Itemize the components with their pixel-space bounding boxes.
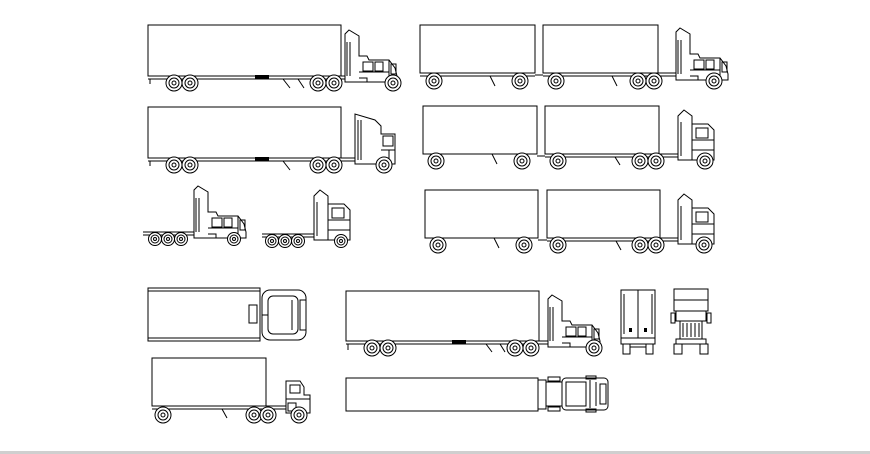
cabover-tractor-side — [262, 189, 351, 248]
trailer-rear — [620, 289, 656, 355]
conventional-semi-trailer-truck-side — [147, 24, 402, 92]
cabover-double-trailer-truck-side-2 — [424, 189, 715, 254]
conventional-tractor-side — [143, 185, 247, 246]
box-trailer-truck-side — [151, 357, 311, 424]
sleeper-semi-trailer-truck-side — [147, 106, 396, 174]
truck-front — [670, 288, 712, 355]
bottom-border — [0, 451, 870, 454]
cabover-double-trailer-truck-side — [422, 105, 715, 170]
semi-trailer-truck-side-large — [345, 290, 603, 357]
double-trailer-truck-side — [419, 24, 729, 90]
semi-trailer-truck-top — [147, 287, 307, 342]
semi-trailer-truck-top-2 — [345, 375, 609, 413]
